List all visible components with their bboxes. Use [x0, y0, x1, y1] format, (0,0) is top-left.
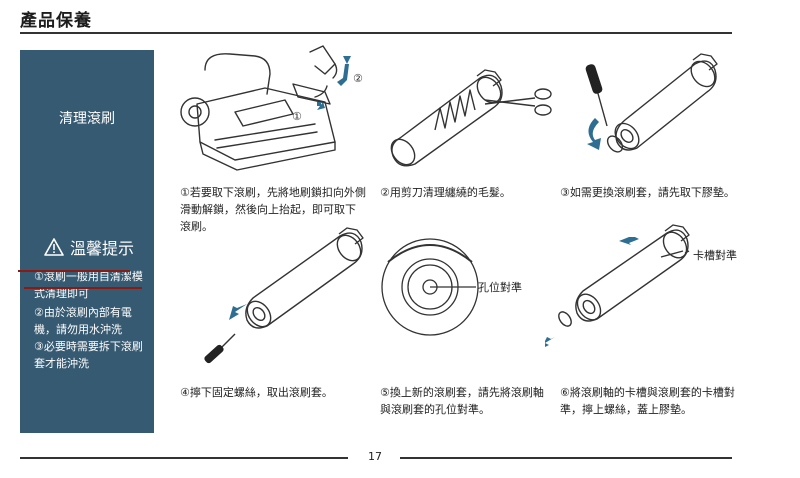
- step1-marker: ②: [353, 72, 363, 85]
- step1-marker: ①: [292, 110, 302, 123]
- tips-title: 溫馨提示: [70, 239, 135, 258]
- step4-illustration: [204, 227, 364, 364]
- step3-illustration: [585, 53, 718, 153]
- step6-caption: ⑥將滾刷軸的卡槽與滾刷套的卡槽對準，擰上螺絲，蓋上膠墊。: [560, 386, 735, 416]
- alignment-label: 孔位對準: [478, 280, 522, 294]
- step2-illustration: [390, 69, 552, 167]
- slot-label: 卡槽對準: [693, 248, 737, 262]
- step4-caption: ④擰下固定螺絲，取出滾刷套。: [180, 386, 333, 399]
- warning-icon: [44, 238, 64, 256]
- sidebar-panel: 清理滾刷 溫馨提示 ①滾刷一般用自清潔模式清理即可 ②由於滾刷內部有電機，請勿用…: [20, 50, 154, 433]
- footer-divider: [20, 457, 348, 459]
- header-divider: [20, 32, 732, 34]
- tip-item: ②由於滾刷內部有電機，請勿用水沖洗: [34, 306, 132, 336]
- tip-item: ①滾刷一般用自清潔模式清理即可: [34, 270, 143, 300]
- step6-illustration: 卡槽對準: [545, 224, 737, 347]
- step3-caption: ③如需更換滾刷套，請先取下膠墊。: [560, 186, 735, 199]
- step1-illustration: ① ②: [180, 45, 363, 171]
- handwritten-underline: [24, 287, 142, 289]
- step5-caption: ⑤換上新的滾刷套，請先將滾刷軸與滾刷套的孔位對準。: [380, 386, 544, 416]
- handwritten-underline: [18, 270, 130, 272]
- page-number: 17: [368, 450, 382, 463]
- step2-caption: ②用剪刀清理纏繞的毛髮。: [380, 186, 511, 199]
- step1-caption: ①若要取下滾刷，先將地刷鎖扣向外側滑動解鎖，然後向上抬起，即可取下滾刷。: [180, 186, 366, 233]
- tips-heading: 溫馨提示: [44, 235, 134, 259]
- section-title: 清理滾刷: [59, 111, 115, 127]
- page-title: 產品保養: [20, 11, 92, 31]
- tip-item: ③必要時需要拆下滾刷套才能沖洗: [34, 340, 143, 370]
- footer-divider: [400, 457, 732, 459]
- step5-illustration: 孔位對準: [381, 238, 522, 336]
